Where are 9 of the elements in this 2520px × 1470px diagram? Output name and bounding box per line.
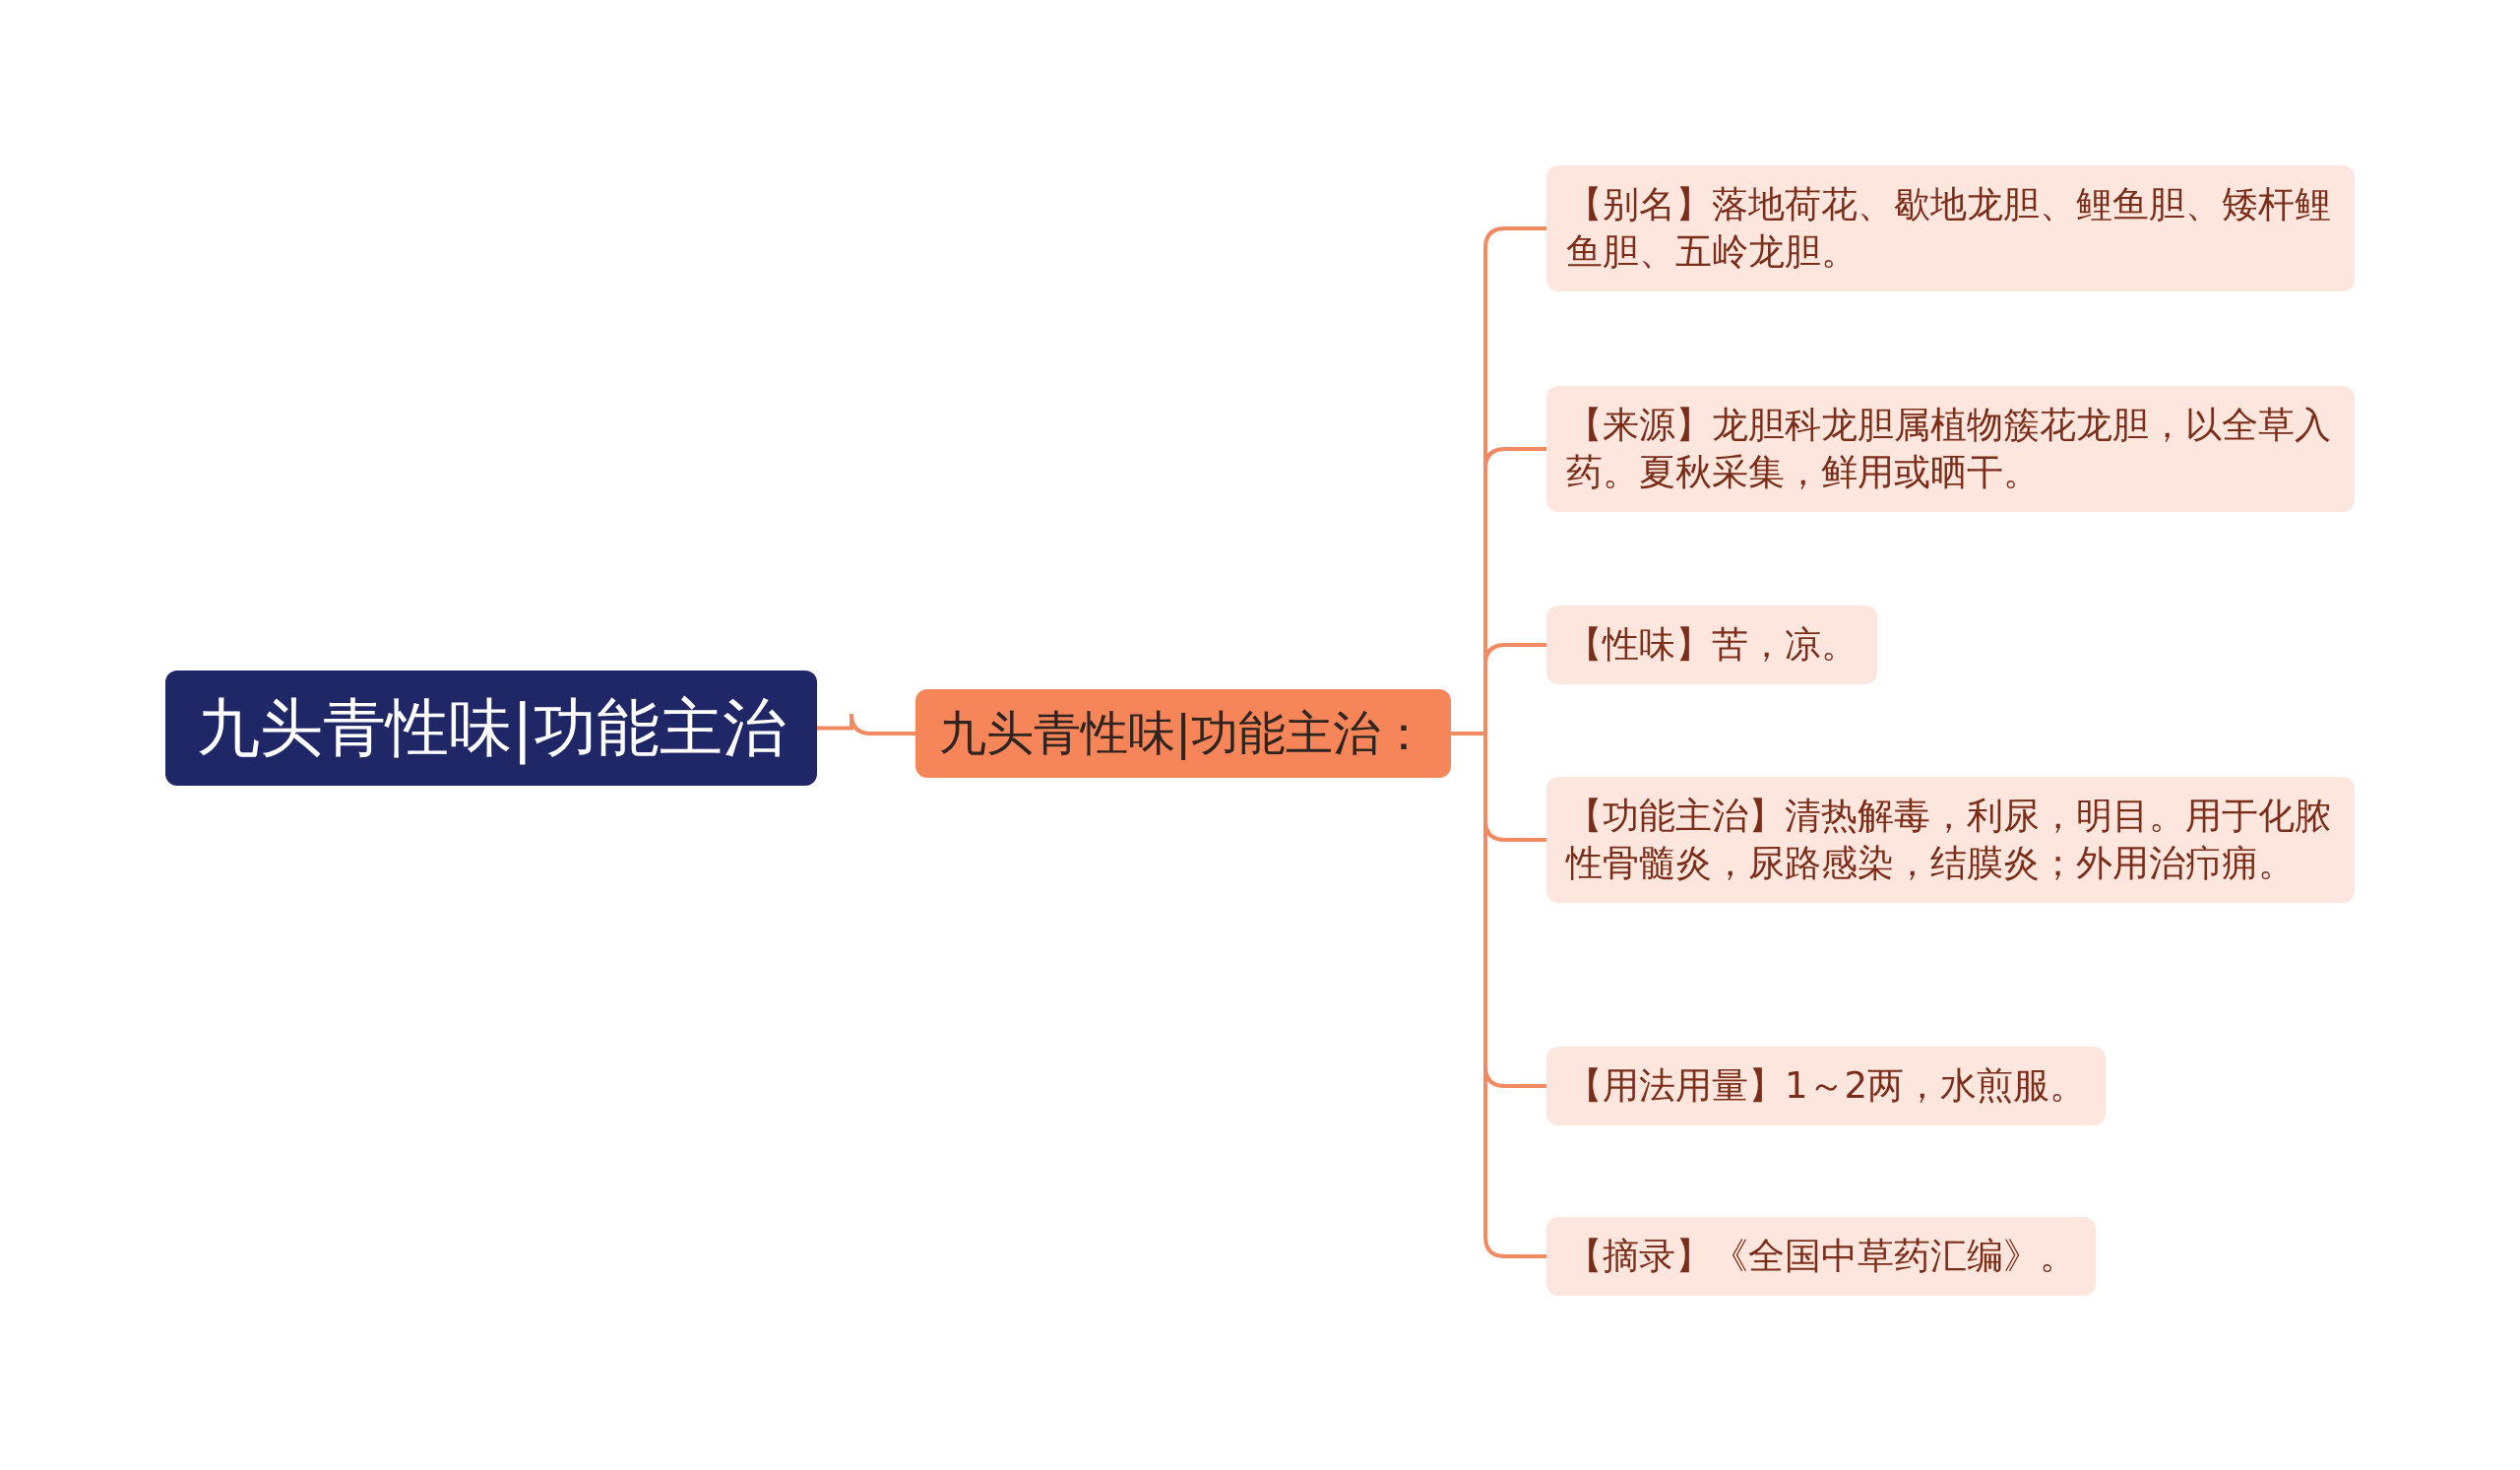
detail-box: 【别名】落地荷花、歇地龙胆、鲤鱼胆、矮杆鲤鱼胆、五岭龙胆。 — [1546, 165, 2355, 292]
detail-box: 【来源】龙胆科龙胆属植物簇花龙胆，以全草入药。夏秋采集，鲜用或晒干。 — [1546, 386, 2355, 513]
branch-topic-box: 九头青性味|功能主治： — [915, 689, 1452, 778]
detail-box: 【用法用量】1～2两，水煎服。 — [1546, 1047, 2107, 1126]
detail-box: 【性味】苦，凉。 — [1546, 606, 1877, 685]
detail-box: 【功能主治】清热解毒，利尿，明目。用于化脓性骨髓炎，尿路感染，结膜炎；外用治疖痈。 — [1546, 777, 2355, 904]
connector-line — [817, 712, 915, 735]
detail-box: 【摘录】《全国中草药汇编》。 — [1546, 1217, 2096, 1297]
root-topic-box: 九头青性味|功能主治 — [165, 671, 817, 786]
